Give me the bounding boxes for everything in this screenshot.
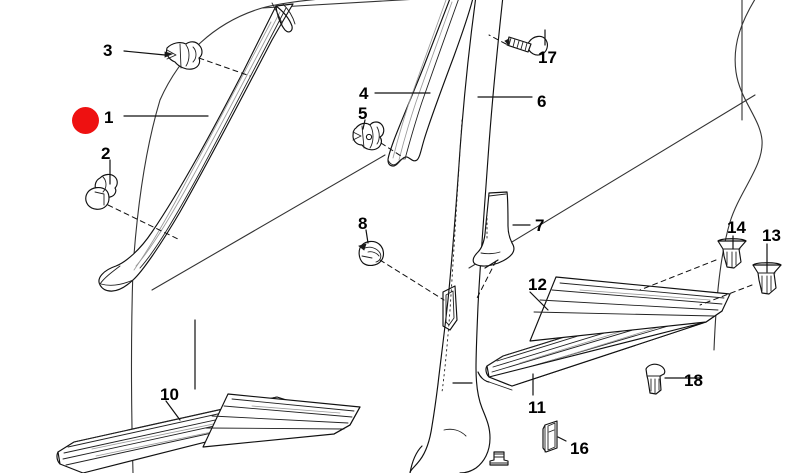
callout-number-12[interactable]: 12 xyxy=(528,275,547,294)
leader-lines-dashed xyxy=(107,34,753,306)
part-2-clip-lower xyxy=(85,173,118,210)
part-3-clip-upper xyxy=(164,41,203,70)
callout-number-10[interactable]: 10 xyxy=(160,385,179,404)
callout-number-2[interactable]: 2 xyxy=(101,144,111,163)
callout-number-1[interactable]: 1 xyxy=(104,108,114,127)
callout-number-11[interactable]: 11 xyxy=(528,398,546,417)
bottom-screw xyxy=(489,451,509,466)
callout-number-18[interactable]: 18 xyxy=(684,371,703,390)
callout-number-17[interactable]: 17 xyxy=(538,48,557,67)
part-10-sill-strip-front xyxy=(56,393,361,473)
callout-number-5[interactable]: 5 xyxy=(358,104,368,123)
callout-number-3[interactable]: 3 xyxy=(103,41,113,60)
part-1-a-pillar-trim xyxy=(98,2,296,292)
part-18-expanding-nut xyxy=(645,363,666,395)
callout-number-13[interactable]: 13 xyxy=(762,226,781,245)
part-11-sill-covering-lower xyxy=(477,321,707,391)
callout-number-6[interactable]: 6 xyxy=(537,92,547,111)
part-17-oval-head-screw xyxy=(504,35,548,56)
part-14-expanding-rivet xyxy=(717,238,747,269)
callout-number-4[interactable]: 4 xyxy=(359,84,369,103)
red-highlight-dot[interactable] xyxy=(72,107,99,134)
callout-number-7[interactable]: 7 xyxy=(535,216,545,235)
part-5-expanding-clip xyxy=(352,121,385,151)
part-4-b-pillar-trim xyxy=(387,0,474,167)
part-8-clip-nut xyxy=(358,240,385,267)
callout-number-8[interactable]: 8 xyxy=(358,214,368,233)
callout-number-16[interactable]: 16 xyxy=(570,439,589,458)
callout-number-14[interactable]: 14 xyxy=(727,218,746,237)
part-7-belt-cover-cap xyxy=(472,191,515,267)
part-16-stop-buffer xyxy=(542,420,558,453)
